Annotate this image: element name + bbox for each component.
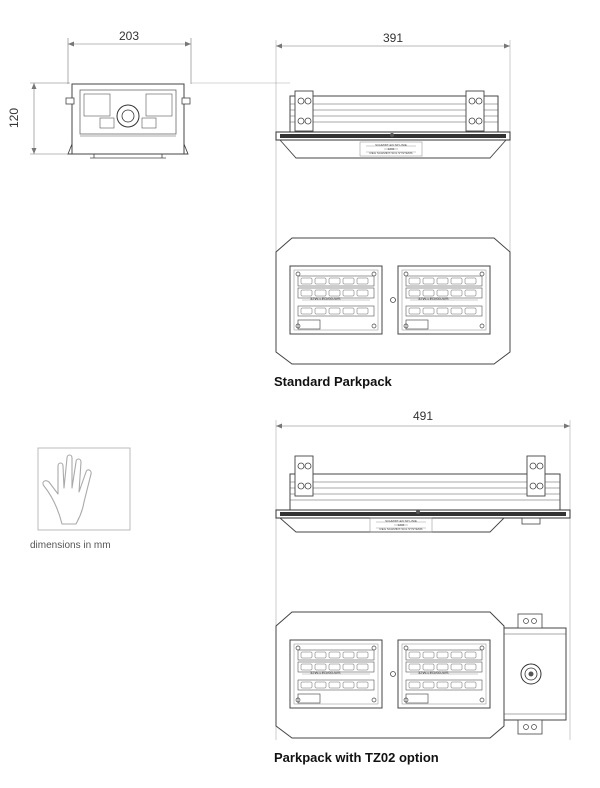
dimension-side-width bbox=[67, 38, 192, 84]
caption-tz02: Parkpack with TZ02 option bbox=[274, 750, 439, 765]
plate-text: SCHMIDT-EN SP LINIE bbox=[375, 143, 407, 147]
plate-text: REG SCHMIDT-SOL SYSTEMS bbox=[380, 527, 423, 531]
module-label: 32W-LED/60-WS bbox=[418, 296, 449, 301]
plate-text: SCHMIDT-EN SP LINIE bbox=[385, 519, 417, 523]
plate-text: 1234 bbox=[398, 523, 405, 527]
tz02-bottom-view bbox=[275, 611, 567, 739]
hand-icon bbox=[37, 447, 131, 531]
module-label: 32W-LED/60-WS bbox=[418, 670, 449, 675]
plate-text: 1234 bbox=[388, 147, 395, 151]
standard-bottom-view bbox=[275, 237, 511, 365]
standard-front-view bbox=[275, 90, 511, 159]
module-label: 32W-LED/60-WS bbox=[310, 296, 341, 301]
dimension-label-491: 491 bbox=[413, 409, 433, 423]
dimensions-note: dimensions in mm bbox=[30, 540, 111, 551]
side-view bbox=[65, 83, 191, 159]
dimension-height bbox=[30, 82, 70, 155]
dimension-label-120: 120 bbox=[7, 108, 21, 128]
dimension-label-391: 391 bbox=[383, 31, 403, 45]
plate-text: REG SCHMIDT-SOL SYSTEMS bbox=[370, 151, 413, 155]
module-label: 32W-LED/60-WS bbox=[310, 670, 341, 675]
dimension-label-203: 203 bbox=[119, 29, 139, 43]
tz02-front-view bbox=[275, 455, 571, 533]
caption-standard: Standard Parkpack bbox=[274, 374, 392, 389]
